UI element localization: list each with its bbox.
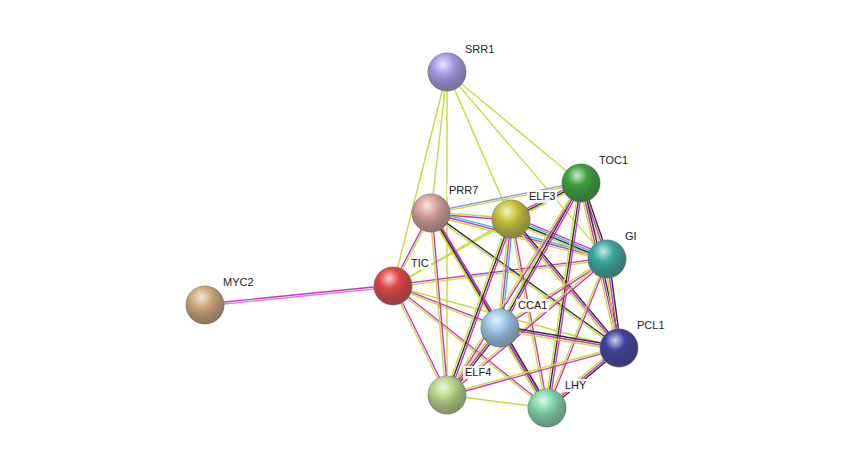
protein-node <box>427 52 467 92</box>
evidence-line <box>510 342 540 393</box>
protein-node <box>561 163 601 203</box>
node-label: TOC1 <box>597 154 630 167</box>
protein-node <box>480 308 520 348</box>
node-label: ELF3 <box>527 190 557 203</box>
interaction-edge <box>447 89 448 378</box>
node-sphere <box>411 193 451 233</box>
node-sphere <box>599 328 639 368</box>
evidence-line <box>459 269 593 383</box>
node-label: PCL1 <box>635 319 667 332</box>
evidence-line <box>560 359 606 397</box>
interaction-edge <box>432 230 447 378</box>
evidence-line <box>460 83 568 172</box>
evidence-line <box>464 397 530 406</box>
evidence-line <box>461 271 595 385</box>
node-label: GI <box>623 230 639 243</box>
evidence-line <box>552 274 599 392</box>
evidence-line <box>554 275 601 393</box>
evidence-line <box>432 230 445 378</box>
interaction-edge <box>559 357 607 398</box>
evidence-line <box>514 267 593 318</box>
evidence-line <box>517 331 602 345</box>
evidence-line <box>446 89 447 378</box>
protein-node <box>427 375 467 415</box>
evidence-line <box>561 360 607 398</box>
evidence-line <box>401 301 440 380</box>
node-sphere <box>427 52 467 92</box>
interaction-edge <box>514 267 594 319</box>
evidence-line <box>515 269 594 320</box>
node-label: MYC2 <box>221 276 256 289</box>
interaction-edge <box>397 89 443 270</box>
evidence-line <box>434 230 447 378</box>
evidence-line <box>525 189 565 209</box>
evidence-line <box>516 333 602 347</box>
evidence-line <box>455 236 507 380</box>
interaction-edge <box>222 287 376 305</box>
interaction-edge <box>525 189 567 213</box>
node-sphere <box>561 163 601 203</box>
evidence-line <box>222 289 376 305</box>
evidence-line <box>526 191 566 211</box>
protein-node <box>587 239 627 279</box>
node-label: SRR1 <box>463 43 496 56</box>
node-sphere <box>587 239 627 279</box>
evidence-line <box>607 276 614 331</box>
node-sphere <box>373 266 413 306</box>
node-sphere <box>527 388 567 428</box>
protein-node <box>599 328 639 368</box>
node-label: LHY <box>563 379 588 392</box>
protein-node <box>373 266 413 306</box>
interaction-edge <box>607 276 618 332</box>
evidence-line <box>517 329 603 343</box>
interaction-edge <box>406 296 535 398</box>
interaction-edge <box>400 301 441 380</box>
node-sphere <box>491 199 531 239</box>
node-label: PRR7 <box>447 184 480 197</box>
interaction-edge <box>459 269 594 385</box>
evidence-line <box>528 223 593 250</box>
protein-node <box>185 285 225 325</box>
interaction-edge <box>516 329 602 347</box>
interaction-edge <box>507 342 540 395</box>
evidence-line <box>507 344 537 395</box>
node-sphere <box>185 285 225 325</box>
node-label: ELF4 <box>463 366 493 379</box>
interaction-edge <box>460 83 568 172</box>
node-sphere <box>427 375 467 415</box>
protein-node <box>527 388 567 428</box>
interaction-edge <box>464 397 530 406</box>
evidence-line <box>397 89 443 270</box>
evidence-line <box>559 357 605 395</box>
interaction-edge <box>552 274 601 392</box>
evidence-line <box>400 302 439 381</box>
interaction-edge <box>463 352 603 392</box>
node-label: CCA1 <box>516 299 549 312</box>
protein-node <box>491 199 531 239</box>
evidence-line <box>222 287 376 303</box>
node-label: TIC <box>409 257 431 270</box>
node-sphere <box>480 308 520 348</box>
evidence-line <box>464 353 603 391</box>
protein-node <box>411 193 451 233</box>
evidence-line <box>509 343 539 394</box>
